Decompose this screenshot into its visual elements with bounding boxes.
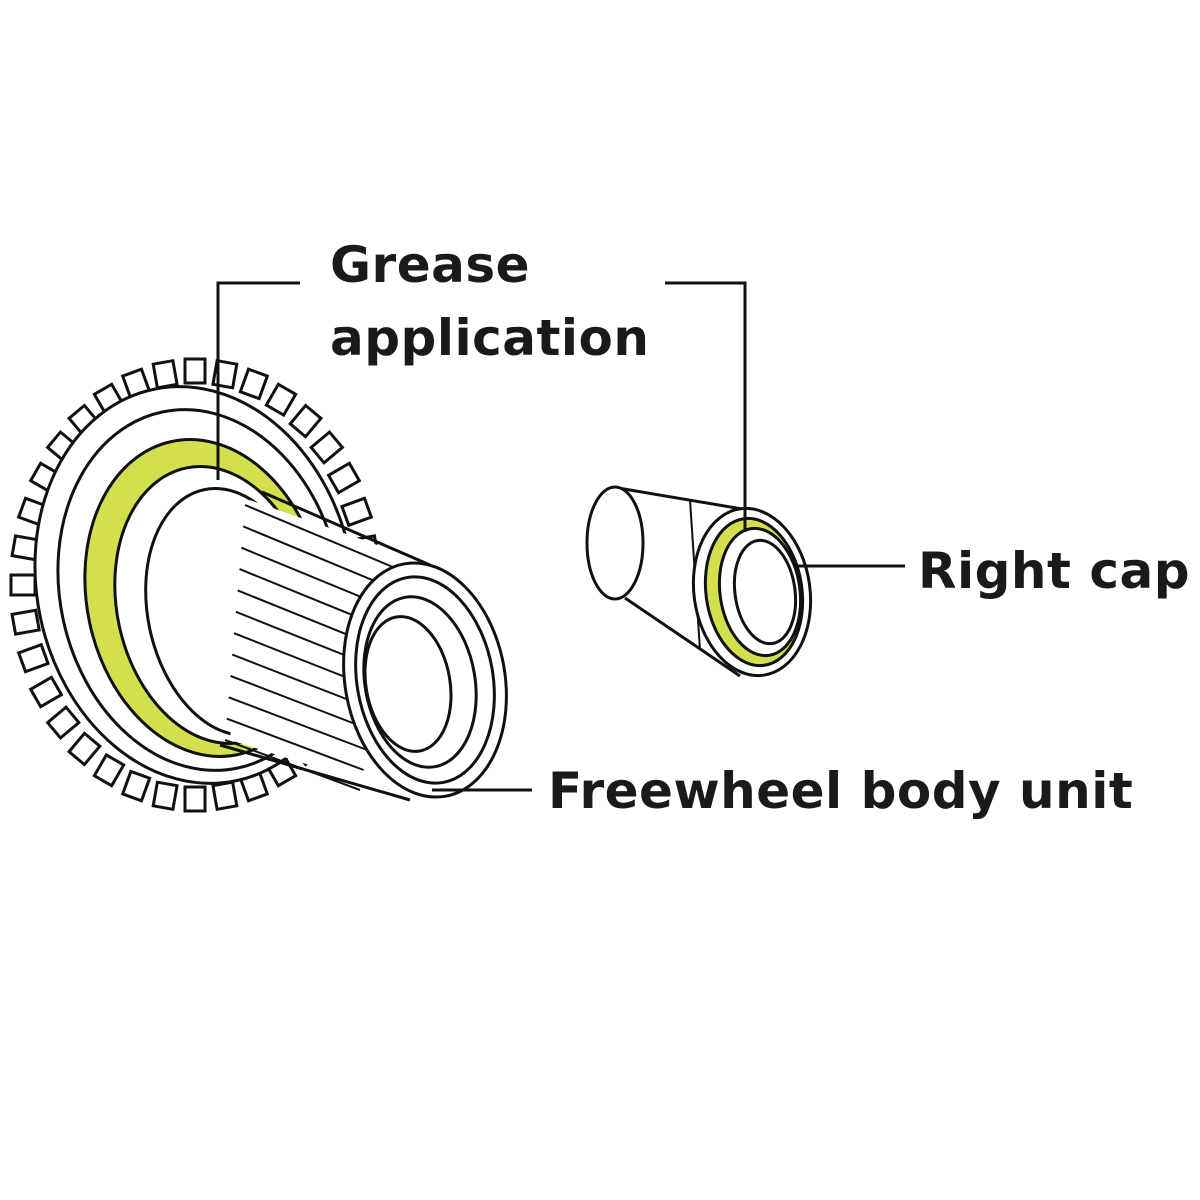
sprocket-tooth <box>151 358 179 390</box>
label-grease-line1: Grease <box>330 236 531 294</box>
sprocket-tooth <box>9 573 37 597</box>
sprocket-tooth <box>340 496 374 528</box>
sprocket-tooth <box>264 382 298 418</box>
sprocket-tooth <box>16 642 50 674</box>
spline-line <box>228 696 368 751</box>
sprocket-tooth <box>10 608 41 636</box>
freewheel-body-unit <box>9 357 508 813</box>
sprocket-tooth <box>326 461 362 495</box>
spline-line <box>242 525 397 591</box>
sprocket-tooth <box>288 403 324 439</box>
sprocket-tooth <box>183 357 207 385</box>
spline-line <box>226 717 364 771</box>
sprocket-tooth <box>45 705 81 741</box>
sprocket-tooth <box>120 769 152 803</box>
leader-lines <box>216 281 905 792</box>
sprocket-tooth <box>92 752 126 788</box>
sprocket-tooth <box>66 731 102 767</box>
label-grease-line2: application <box>330 309 650 367</box>
sprocket-tooth <box>309 429 345 465</box>
spline-line <box>224 739 361 791</box>
spline-line <box>230 674 372 731</box>
spline-line <box>244 504 401 571</box>
label-right-cap: Right cap <box>918 542 1191 600</box>
sprocket-tooth <box>238 367 270 401</box>
label-freewheel-body-unit: Freewheel body unit <box>548 762 1134 820</box>
sprocket-tooth <box>28 675 64 709</box>
sprocket-tooth <box>183 785 207 813</box>
sprocket-tooth <box>211 780 239 812</box>
right-cap <box>585 485 813 678</box>
sprocket-tooth <box>151 780 179 812</box>
